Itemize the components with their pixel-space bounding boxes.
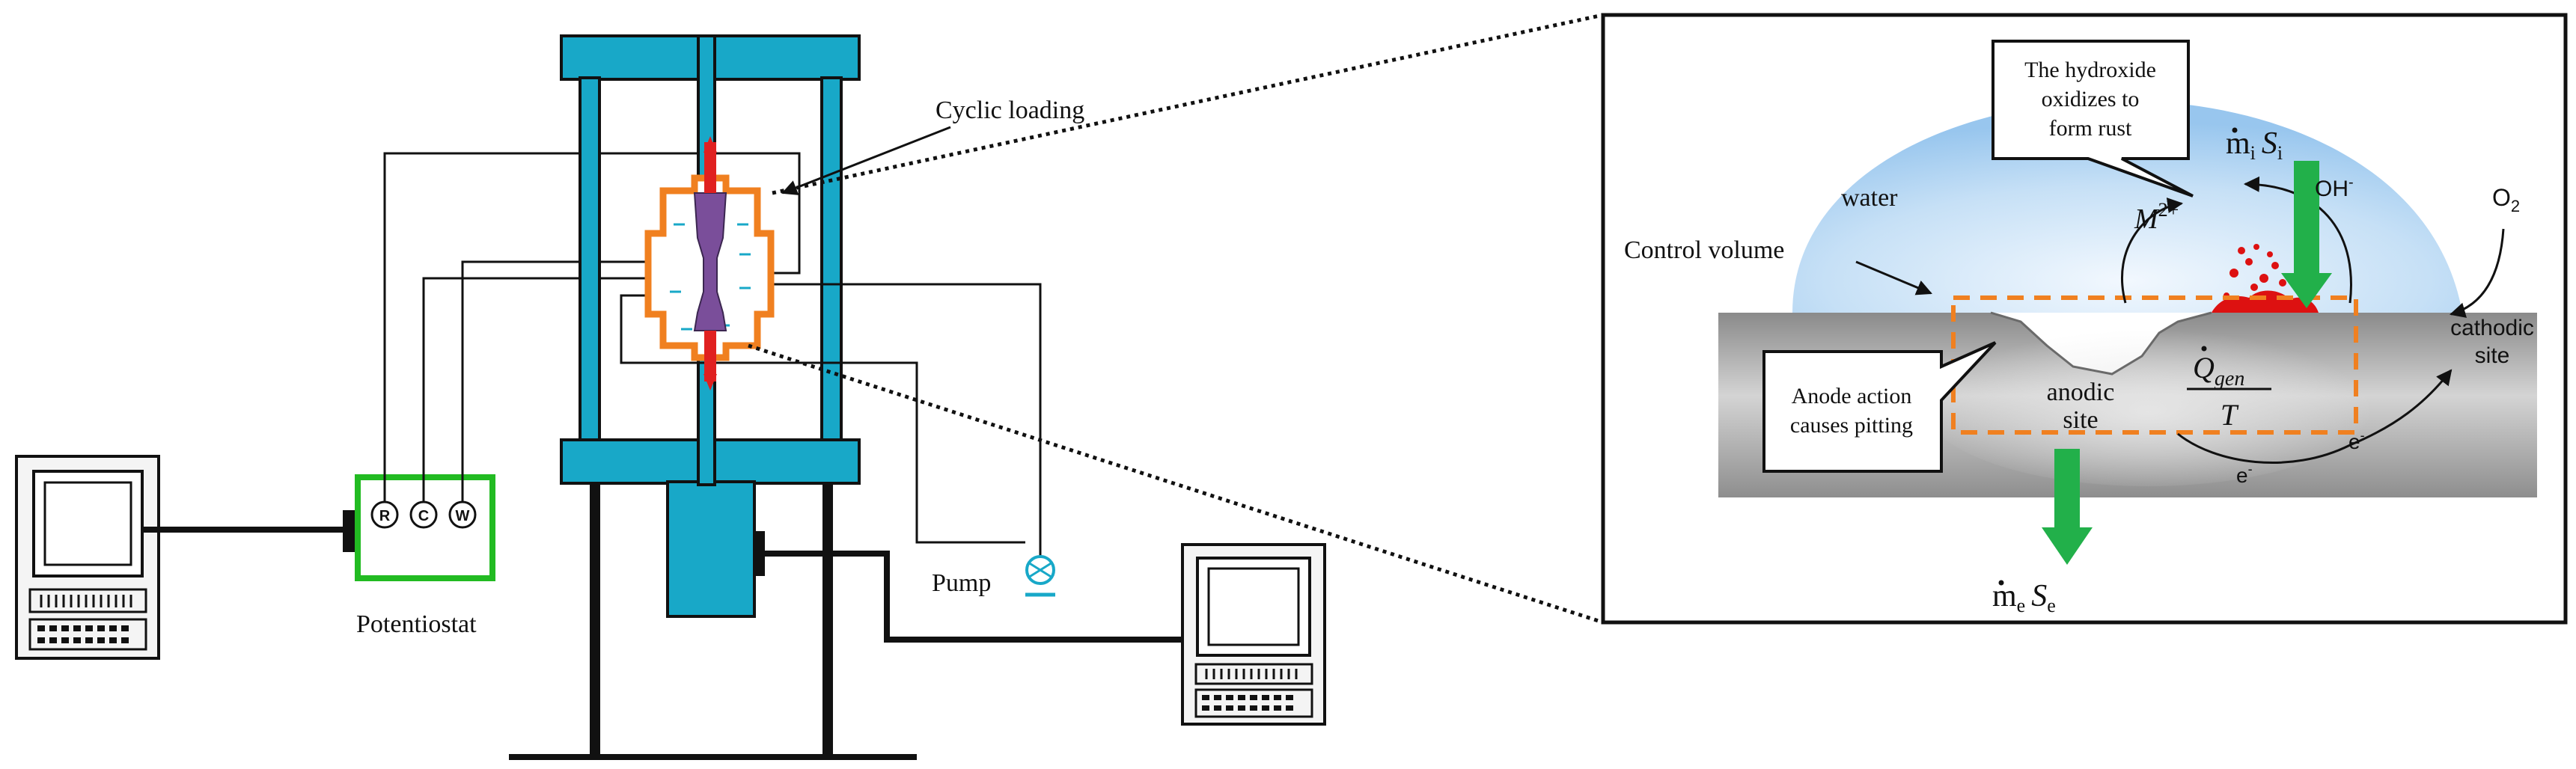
pump-tubing [620, 283, 1042, 557]
electron-label-2: e- [2348, 428, 2365, 453]
hydroxide-callout-line1: The hydroxide [2024, 58, 2156, 82]
electrode-c-label: C [418, 508, 429, 524]
mass-out-flux-arrow [2042, 449, 2093, 565]
cable-frame-computer [765, 551, 1184, 643]
hydroxide-callout: The hydroxide oxidizes to form rust [1991, 40, 2194, 197]
water-label: water [1841, 184, 1898, 212]
control-volume-pointer [1855, 260, 1932, 295]
ion-cycle-arrows [2120, 176, 2505, 464]
specimen [693, 192, 727, 331]
hydroxide-callout-line2: oxidizes to [2042, 87, 2140, 111]
metal-ion-label: M2+ [2134, 199, 2179, 235]
hydroxide-callout-line3: form rust [2049, 116, 2132, 141]
pump-icon [1025, 555, 1055, 597]
svg-text:Qgen: Qgen [2193, 351, 2244, 390]
electrode-w-label: W [456, 508, 470, 524]
oxygen-label: O2 [2492, 184, 2520, 215]
cathodic-site-label-line1: cathodic [2450, 316, 2534, 340]
pump-label: Pump [932, 569, 991, 597]
loading-rods [703, 136, 717, 390]
hydroxide-label: OH- [2315, 174, 2354, 201]
anode-callout-line1: Anode action [1792, 384, 1912, 408]
anode-callout-line2: causes pitting [1790, 413, 1913, 438]
control-volume-label: Control volume [1624, 236, 1784, 264]
svg-text:T: T [2221, 398, 2239, 432]
load-frame [509, 34, 917, 760]
anodic-site-label-line1: anodic [2047, 379, 2115, 406]
computer-right-icon [1181, 543, 1326, 726]
anode-callout: Anode action causes pitting [1762, 341, 1997, 473]
cyclic-loading-label: Cyclic loading [936, 96, 1084, 124]
corrosion-detail-panel: The hydroxide oxidizes to form rust Anod… [1601, 13, 2568, 625]
potentiostat-box: R C W [355, 474, 495, 581]
electron-label-1: e- [2236, 462, 2253, 487]
zoom-lines [748, 13, 1604, 625]
electrode-r-label: R [379, 508, 391, 524]
potentiostat-label: Potentiostat [356, 610, 477, 638]
cathodic-site-label-line2: site [2475, 343, 2510, 368]
anodic-site-label-line2: site [2063, 406, 2098, 434]
cyclic-loading-pointer [781, 126, 951, 195]
computer-left-icon [15, 455, 160, 660]
entropy-generation-term: Qgen T [2187, 346, 2271, 432]
mass-in-flux-arrow [2281, 161, 2332, 308]
